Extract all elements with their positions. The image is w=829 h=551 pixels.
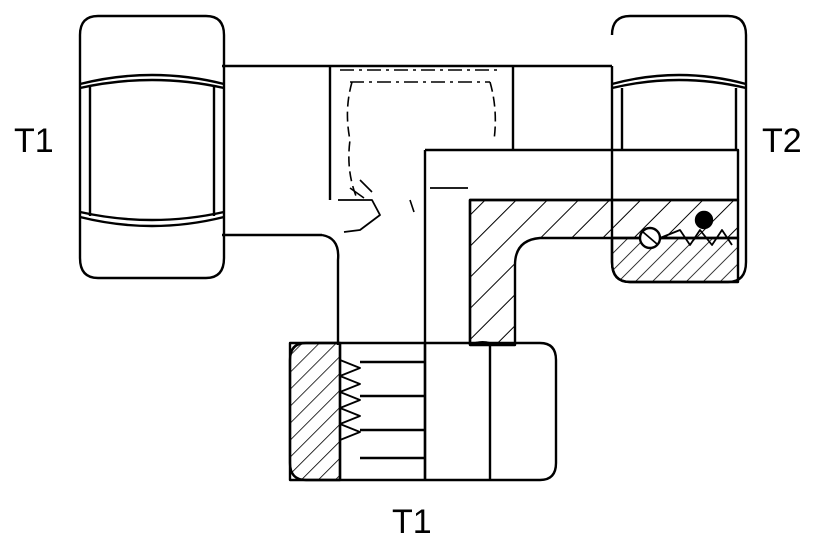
- main-body: [222, 64, 614, 345]
- left-hex-nut: [78, 14, 226, 280]
- port-label-left: T1: [14, 122, 54, 160]
- o-ring-icon: [694, 210, 714, 230]
- section-cut: [423, 148, 740, 480]
- port-label-right: T2: [762, 122, 802, 160]
- bottom-hex-nut: [288, 340, 558, 482]
- port-label-bottom: T1: [392, 503, 432, 541]
